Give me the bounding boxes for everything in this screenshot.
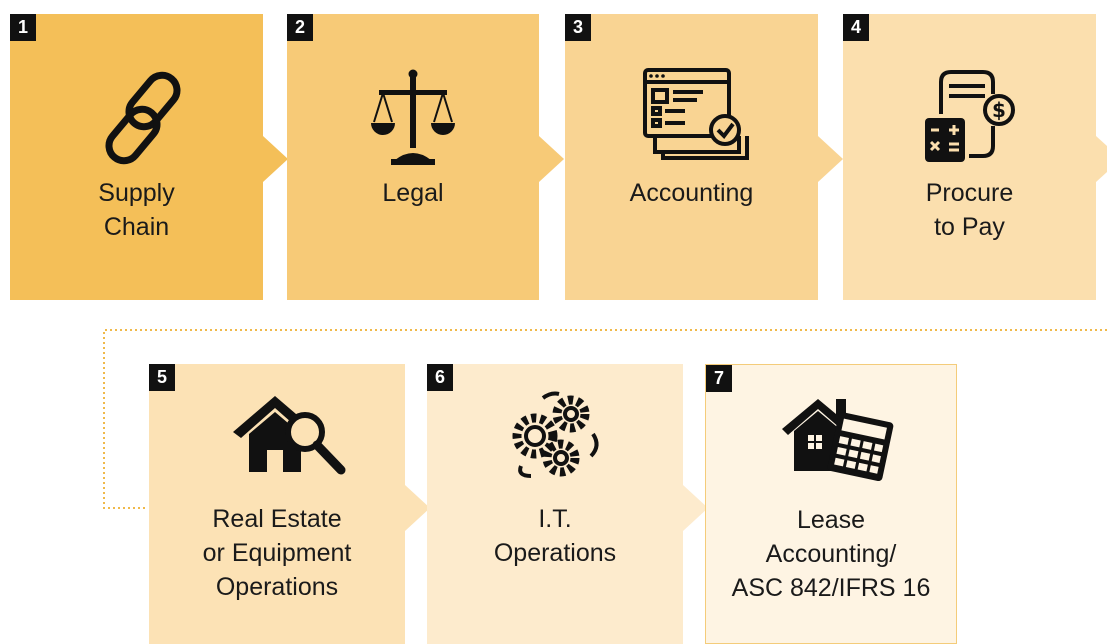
step-label: Legal	[382, 179, 444, 207]
flow-arrow	[818, 136, 843, 182]
step-number-badge: 7	[706, 365, 732, 392]
step-number-badge: 6	[427, 364, 453, 391]
flow-arrow	[683, 485, 708, 531]
flow-arrow	[263, 136, 288, 182]
step-card-lease-accounting: 7 Lease Accounting/ ASC 842/IFRS 16	[705, 364, 957, 644]
step-card-supply-chain: 1 Supply Chain	[10, 14, 263, 300]
step-label: Real Estate or Equipment Operations	[202, 505, 352, 601]
step-card-accounting: 3 Accounting	[565, 14, 818, 300]
chain-link-icon	[105, 71, 181, 165]
step-label: I.T. Operations	[493, 505, 617, 567]
step-label: Accounting	[629, 179, 754, 207]
step-number-badge: 5	[149, 364, 175, 391]
step-card-procure-to-pay: 4 $ Procure to Pay	[843, 14, 1096, 300]
house-calculator-icon	[782, 399, 894, 481]
step-label: Lease Accounting/ ASC 842/IFRS 16	[731, 506, 931, 602]
flow-arrow	[405, 485, 430, 531]
invoice-calculator-icon: $	[925, 70, 1015, 162]
scales-of-justice-icon	[371, 69, 455, 165]
accounting-screen-icon	[643, 68, 749, 160]
step-card-it-operations: 6 I.T. Operations	[427, 364, 683, 644]
step-card-real-estate-equipment-operations: 5 Real Estate or Equipment Operations	[149, 364, 405, 644]
svg-text:$: $	[992, 98, 1006, 122]
step-number-badge: 1	[10, 14, 36, 41]
gears-icon	[512, 391, 599, 478]
step-number-badge: 4	[843, 14, 869, 41]
flow-arrow	[539, 136, 564, 182]
house-search-icon	[233, 396, 346, 475]
step-label: Supply Chain	[98, 179, 175, 241]
flow-arrow	[1096, 136, 1107, 182]
step-number-badge: 2	[287, 14, 313, 41]
step-card-legal: 2 Legal	[287, 14, 539, 300]
step-label: Procure to Pay	[925, 179, 1014, 241]
step-number-badge: 3	[565, 14, 591, 41]
